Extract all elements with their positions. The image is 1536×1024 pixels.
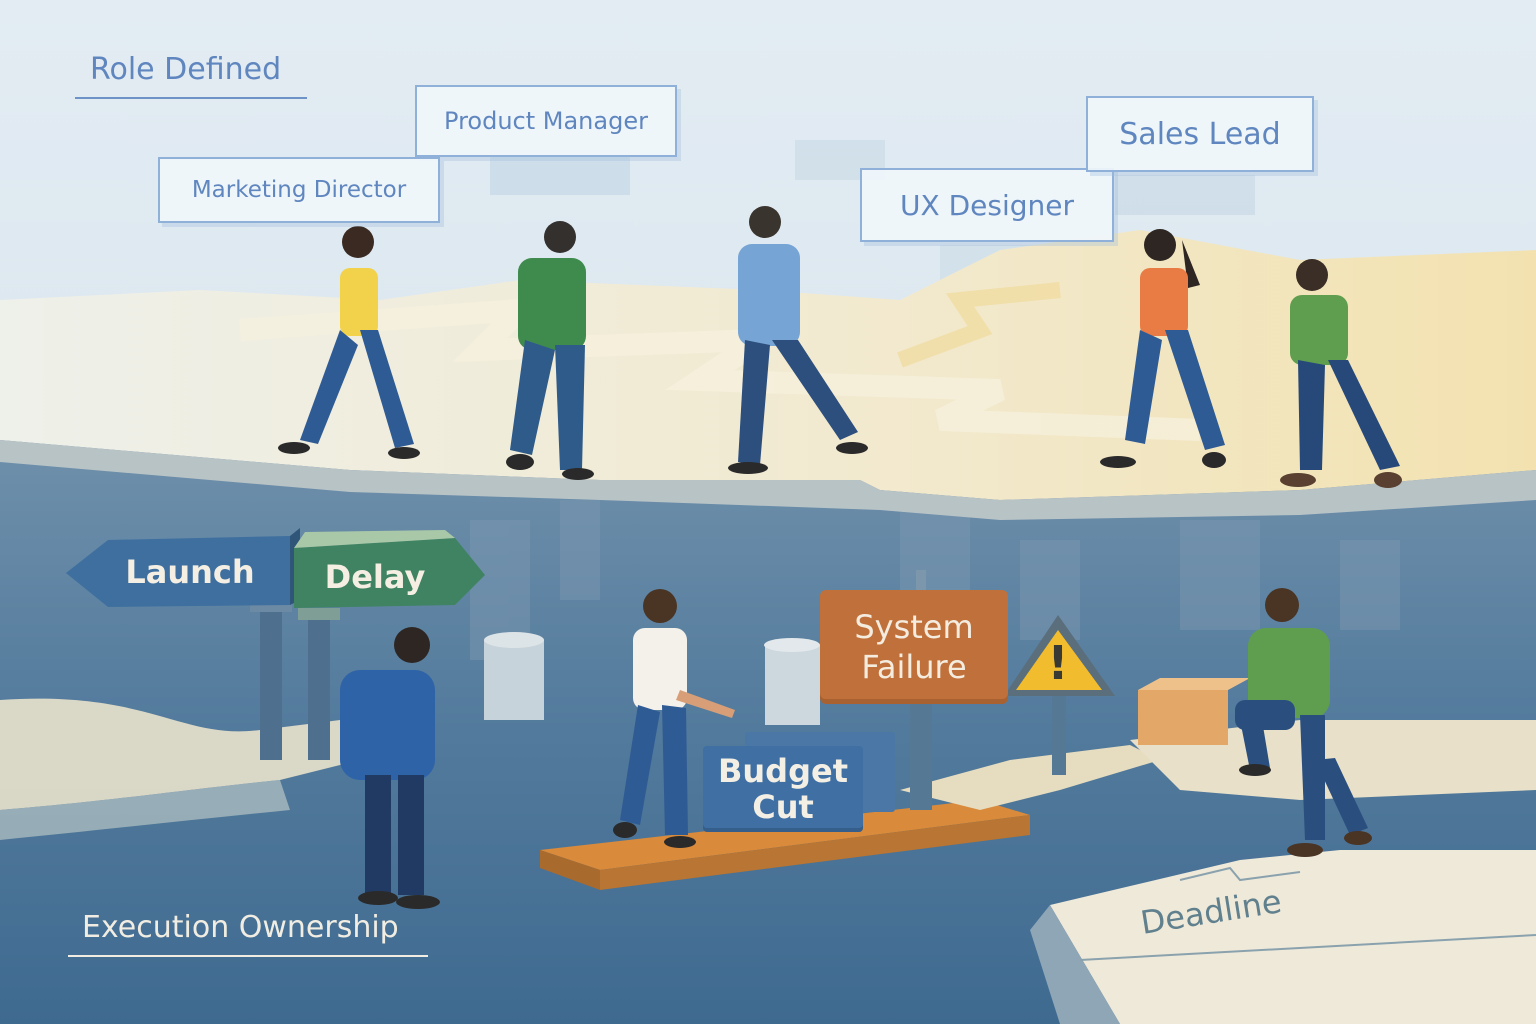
budget-cut-line1: Budget <box>718 752 848 790</box>
budget-cut-block: Budget Cut <box>703 746 863 832</box>
person-green-shirt-confused <box>1280 259 1402 488</box>
role-card-label: UX Designer <box>900 188 1074 222</box>
person-blue-shirt <box>728 206 868 474</box>
role-card-ux-designer: UX Designer <box>860 168 1114 242</box>
role-card-sales-lead: Sales Lead <box>1086 96 1314 172</box>
person-blue-sweater-man <box>340 627 440 909</box>
person-yellow-shirt <box>278 226 420 459</box>
role-card-label: Sales Lead <box>1119 116 1281 152</box>
launch-sign: Launch <box>100 540 280 604</box>
role-card-label: Marketing Director <box>191 177 407 203</box>
execution-ownership-heading: Execution Ownership <box>82 910 399 945</box>
person-orange-top <box>1100 229 1226 468</box>
role-card-product-manager: Product Manager <box>415 85 677 157</box>
warning-icon: ! <box>1047 636 1069 690</box>
execution-ownership-underline <box>68 955 428 957</box>
role-defined-underline <box>75 97 307 99</box>
role-card-marketing-director: Marketing Director <box>158 157 440 223</box>
system-failure-sign: System Failure <box>820 590 1008 704</box>
launch-sign-label: Launch <box>125 553 255 591</box>
budget-cut-line2: Cut <box>752 788 814 826</box>
person-green-sweater <box>506 221 594 480</box>
delay-sign: Delay <box>300 546 450 608</box>
person-green-shirt-climbing <box>1235 588 1372 857</box>
person-white-shirt-woman <box>613 589 735 848</box>
delay-sign-label: Delay <box>324 558 426 596</box>
role-card-label: Product Manager <box>444 107 648 135</box>
system-failure-line2: Failure <box>861 648 967 686</box>
system-failure-line1: System <box>854 608 974 646</box>
role-defined-heading: Role Defined <box>90 52 282 87</box>
